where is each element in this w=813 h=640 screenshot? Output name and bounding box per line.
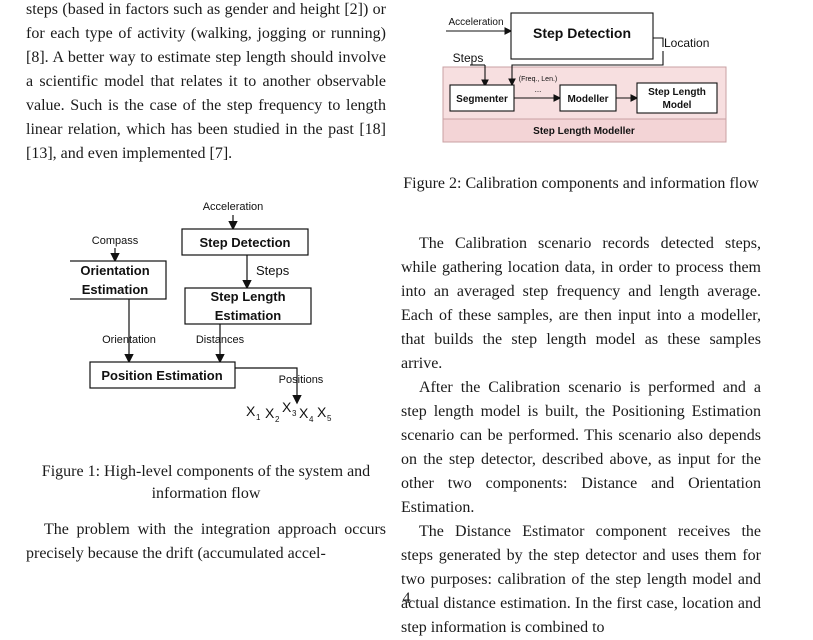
fig1-position-sub5: 5 — [327, 414, 332, 423]
fig2-segmenter-label: Segmenter — [456, 94, 508, 105]
left-column-bottom: The problem with the integration approac… — [26, 518, 386, 566]
paragraph-integration-problem: The problem with the integration approac… — [26, 521, 386, 562]
paragraph-step-length: steps (based in factors such as gender a… — [26, 1, 386, 162]
fig1-position-sub3: 3 — [292, 409, 297, 418]
fig1-position-sub2: 2 — [275, 415, 280, 424]
fig1-position-x3: X — [282, 399, 292, 415]
fig2-step-length-model-label-2: Model — [663, 100, 692, 111]
paragraph-calibration: The Calibration scenario records detecte… — [401, 235, 761, 372]
fig1-position-sub4: 4 — [309, 415, 314, 424]
fig2-modeller-box — [559, 84, 617, 112]
fig2-step-detection-label: Step Detection — [533, 25, 631, 41]
fig1-orientation-label: Orientation — [102, 334, 156, 346]
figure2-diagram: Acceleration Step Detection Location Ste… — [442, 12, 727, 143]
fig1-compass-label: Compass — [92, 235, 139, 247]
fig1-position-estimation-label: Position Estimation — [101, 368, 222, 383]
fig1-distances-label: Distances — [196, 334, 245, 346]
figure2-caption: Figure 2: Calibration components and inf… — [403, 175, 759, 192]
fig2-segmenter-box — [449, 84, 515, 112]
fig1-position-marks: X 1 X 2 X 3 X 4 X 5 — [246, 399, 332, 424]
right-column-body: The Calibration scenario records detecte… — [401, 232, 761, 640]
fig1-orientation-estimation-label-1: Orientation — [80, 263, 149, 278]
fig1-position-x1: X — [246, 403, 256, 419]
paragraph-distance-estimator: The Distance Estimator component receive… — [401, 523, 761, 636]
fig1-step-detection-label: Step Detection — [199, 235, 290, 250]
fig1-orientation-estimation-box — [70, 260, 167, 300]
fig1-steps-label: Steps — [256, 263, 290, 278]
fig1-step-detection-box — [181, 228, 309, 256]
fig2-step-detection-box — [510, 12, 654, 60]
fig1-position-sub1: 1 — [256, 413, 261, 422]
fig2-steps-label: Steps — [453, 51, 484, 65]
fig1-step-length-estimation-box — [184, 287, 312, 325]
fig2-step-length-model-label-1: Step Length — [648, 87, 706, 98]
left-column-top: steps (based in factors such as gender a… — [26, 0, 386, 166]
fig2-step-length-model-box — [636, 82, 718, 114]
fig1-position-estimation-box — [89, 361, 236, 389]
fig2-acceleration-label: Acceleration — [448, 17, 503, 28]
fig1-position-x4: X — [299, 405, 309, 421]
fig2-freq-len-label: (Freq., Len.) — [519, 76, 558, 83]
fig1-positions-label: Positions — [279, 374, 324, 386]
fig2-location-label: Location — [664, 36, 709, 50]
fig2-step-length-modeller-label: Step Length Modeller — [533, 126, 635, 137]
figure1-caption: Figure 1: High-level components of the s… — [41, 463, 371, 502]
paper-page: steps (based in factors such as gender a… — [26, 0, 761, 636]
fig1-acceleration-label: Acceleration — [203, 201, 264, 213]
fig2-modeller-label: Modeller — [567, 94, 608, 105]
fig2-modeller-panel-footer — [442, 118, 727, 143]
fig1-step-length-estimation-label-2: Estimation — [215, 308, 282, 323]
figure1-diagram: Acceleration Step Detection Compass Orie… — [70, 201, 332, 424]
fig1-step-length-estimation-label-1: Step Length — [210, 289, 285, 304]
page-number: 4 — [402, 590, 411, 607]
fig1-position-x2: X — [265, 405, 275, 421]
fig2-ellipsis-label: ... — [535, 85, 542, 94]
fig1-orientation-estimation-label-2: Estimation — [82, 282, 149, 297]
fig1-position-x5: X — [317, 404, 327, 420]
paragraph-positioning: After the Calibration scenario is perfor… — [401, 379, 761, 516]
